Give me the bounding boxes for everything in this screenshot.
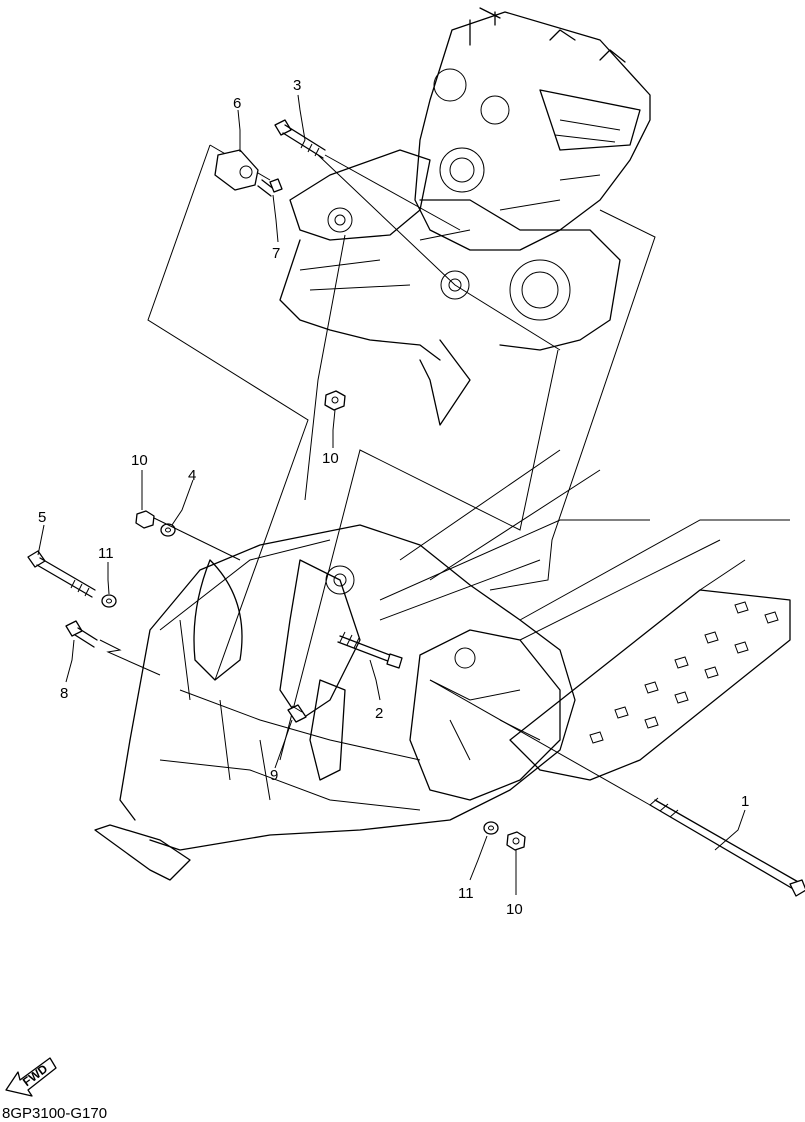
part-7-bolt [257,178,283,197]
engine-illustration [279,7,651,426]
part-6-bracket [214,149,259,191]
callout-10-left: 10 [131,452,148,469]
callout-7: 7 [272,245,280,262]
leader-lines [37,94,746,895]
forward-direction-arrow: FWD [5,1057,57,1097]
part-11-washer-lower [483,821,499,835]
callout-10-upper: 10 [322,450,339,467]
engine-reference-lines [147,144,656,761]
part-5-bolt [27,550,96,598]
frame-illustration [94,449,791,881]
part-4-washer [160,523,176,537]
part-11-washer-left [101,594,117,608]
drawing-code: 8GP3100-G170 [2,1105,107,1122]
callout-2: 2 [375,705,383,722]
callout-4: 4 [188,467,196,484]
part-10-nut-lower [506,831,526,851]
callout-8: 8 [60,685,68,702]
callout-5: 5 [38,509,46,526]
part-3-bolt [274,119,461,231]
skid-plate-holes [589,601,779,744]
callout-10-lower: 10 [506,901,523,918]
callout-1: 1 [741,793,749,810]
part-9-bolt [287,704,307,723]
callout-3: 3 [293,77,301,94]
callout-11-left: 11 [98,545,114,562]
callout-9: 9 [270,767,278,784]
part-2-bolt [337,631,403,669]
callout-numbers: 1 2 3 4 5 6 7 8 9 10 10 10 11 11 [38,77,749,918]
callout-11-lower: 11 [458,885,474,902]
part-8-bolt [65,620,161,676]
part-10-nut-left [135,510,241,561]
part-10-nut-upper [324,390,346,411]
callout-6: 6 [233,95,241,112]
part-1-long-bolt [429,679,805,897]
